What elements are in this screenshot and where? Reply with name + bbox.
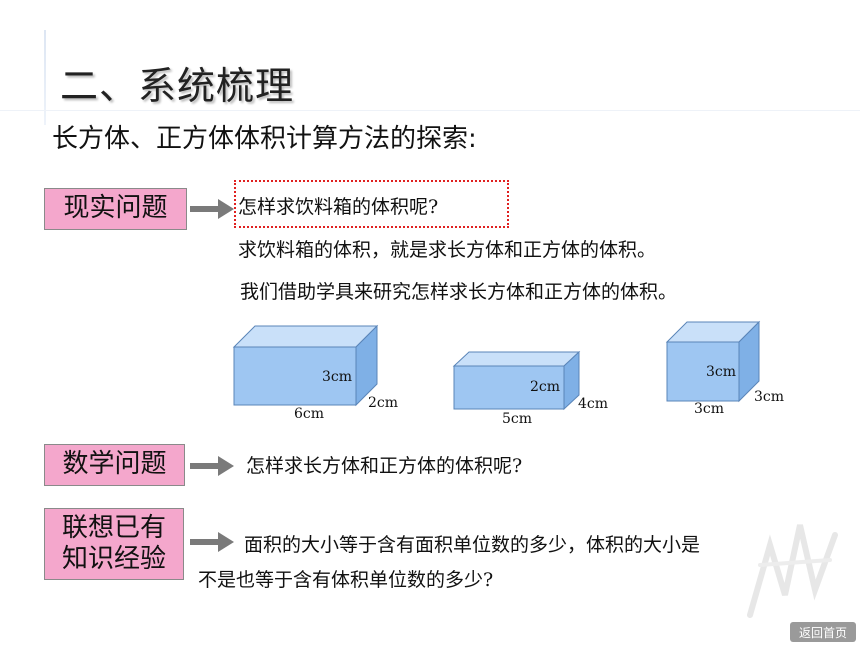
cuboid-2-depth-label: 4cm — [578, 396, 608, 412]
label-prior-knowledge-line2: 知识经验 — [61, 544, 166, 574]
watermark-decoration — [747, 524, 838, 618]
page-title: 二、系统梳理 — [60, 64, 295, 108]
decorative-vertical-line — [44, 30, 46, 125]
page-subtitle: 长方体、正方体体积计算方法的探索: — [52, 124, 477, 154]
arrow-right-icon — [190, 532, 234, 552]
cuboid-1-depth-label: 2cm — [368, 395, 398, 411]
cuboid-3-depth-label: 3cm — [754, 389, 784, 405]
arrow-right-icon — [190, 199, 234, 219]
decorative-horizontal-line — [0, 110, 860, 111]
cuboid-3-height-label: 3cm — [706, 364, 736, 380]
label-real-problem-text: 现实问题 — [63, 193, 168, 224]
label-math-problem-text: 数学问题 — [62, 449, 167, 480]
label-math-problem: 数学问题 — [44, 444, 185, 486]
prior-knowledge-text-line2: 不是也等于含有体积单位数的多少? — [198, 569, 494, 591]
highlighted-question-box: 怎样求饮料箱的体积呢? — [234, 180, 509, 228]
cuboid-1-height-label: 3cm — [322, 369, 352, 385]
cuboid-illustrations: 3cm 2cm 6cm 2cm 4cm 5cm 3cm 3cm 3cm — [232, 320, 784, 427]
math-problem-question: 怎样求长方体和正方体的体积呢? — [246, 455, 523, 477]
real-problem-line1: 求饮料箱的体积，就是求长方体和正方体的体积。 — [238, 239, 657, 261]
cuboid-1: 3cm 2cm 6cm — [232, 324, 398, 422]
label-real-problem: 现实问题 — [44, 188, 187, 230]
label-prior-knowledge-line1: 联想已有 — [61, 512, 166, 543]
label-prior-knowledge: 联想已有 知识经验 — [44, 508, 184, 580]
prior-knowledge-text-line1: 面积的大小等于含有面积单位数的多少，体积的大小是 — [244, 534, 701, 556]
cuboid-2-height-label: 2cm — [530, 379, 560, 395]
cuboid-3-length-label: 3cm — [694, 401, 724, 417]
cuboid-2-length-label: 5cm — [502, 411, 532, 427]
cuboid-2: 2cm 4cm 5cm — [452, 350, 608, 427]
cuboid-3: 3cm 3cm 3cm — [665, 320, 784, 417]
arrow-right-icon — [190, 456, 234, 476]
real-problem-question: 怎样求饮料箱的体积呢? — [238, 196, 439, 218]
home-button[interactable]: 返回首页 — [790, 622, 856, 642]
real-problem-line2: 我们借助学具来研究怎样求长方体和正方体的体积。 — [240, 281, 678, 303]
cuboid-1-length-label: 6cm — [294, 406, 324, 422]
